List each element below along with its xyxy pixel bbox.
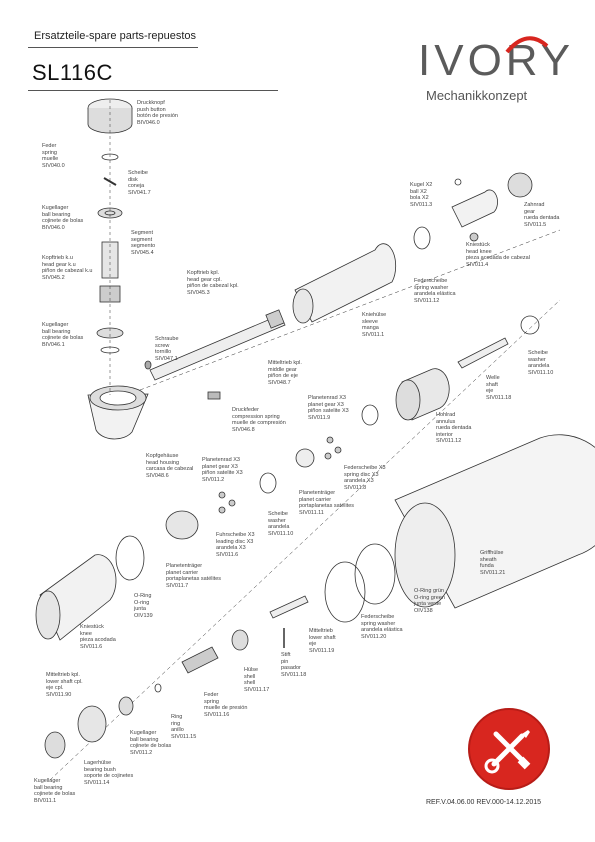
part-label: Federscheibe X3 spring disc X3 arandela … (344, 465, 386, 491)
washer-part (413, 226, 431, 250)
ball-bearing-4-part (44, 731, 66, 759)
model-divider (28, 90, 278, 91)
part-label: O-Ring grün O-ring green junta verde OIV… (414, 588, 445, 614)
spring-2-part (181, 646, 219, 674)
header-divider (28, 47, 198, 48)
sleeve-part (294, 243, 397, 323)
part-label: Planetenträger planet carrier portaplane… (299, 490, 355, 516)
part-label: Kugel X2 ball X2 bola X2 SIV011.3 (410, 182, 433, 208)
part-label: Fuhrscheibe X3 leading disc X3 arandela … (216, 532, 255, 558)
part-label: Scheibe washer arandela SIV011.10 (268, 511, 294, 537)
screw-part (144, 360, 152, 370)
push-button-part (87, 98, 133, 134)
disk-part (103, 177, 117, 186)
part-label: Hülse shell shell SIV011.17 (244, 667, 270, 693)
part-label: Mitteltrieb lower shaft eje SIV011.19 (309, 628, 336, 654)
logo-swoosh-icon (505, 36, 549, 54)
document-title: Ersatzteile-spare parts-repuestos (34, 30, 197, 42)
middle-gear-part (149, 314, 286, 381)
spring-washer-part (324, 561, 366, 623)
planet-carrier-2-part (165, 510, 199, 540)
part-label: Kugellager ball bearing cojinete de bola… (42, 322, 84, 348)
head-knee-part (451, 189, 498, 228)
part-label: Hohlrad annulus rueda dentada interior S… (436, 412, 472, 445)
shell-part (231, 629, 249, 651)
part-label: Mitteltrieb kpl. middle gear piñon de ej… (268, 360, 302, 386)
model-number: SL116C (32, 60, 113, 85)
part-label: Stift pin pasador SIV011.18 (281, 652, 307, 678)
gear-part (507, 172, 533, 198)
part-label: Mitteltrieb kpl. lower shaft cpl. eje cp… (46, 672, 83, 698)
part-label: Druckfeder compression spring muelle de … (232, 407, 286, 433)
part-label: Planetenrad X3 planet gear X3 piñon sate… (308, 395, 349, 421)
part-label: Zahnrad gear rueda dentada SIV011.5 (524, 202, 560, 228)
washer-4-part (259, 472, 277, 494)
part-label: Griffhülse sheath funda SIV011.21 (480, 550, 506, 576)
part-label: Kopfgehäuse head housing carcasa de cabe… (146, 453, 194, 479)
logo-subtitle: Mechanikkonzept (426, 88, 528, 103)
planet-carrier-part (295, 448, 315, 468)
part-label: Lagerhülse bearing bush soporte de cojin… (84, 760, 134, 786)
part-label: Scheibe washer arandela SIV011.10 (528, 350, 554, 376)
washer-2-part (520, 315, 540, 335)
part-label: Ring ring anillo SIV011.15 (171, 714, 197, 740)
part-label: Planetenrad X3 planet gear X3 piñon sate… (202, 457, 243, 483)
lower-shaft-part (269, 595, 309, 619)
ring-part (154, 683, 162, 693)
part-label: Kniestück knee pieza acodada SIV011.6 (80, 624, 116, 650)
head-gear-part (101, 241, 119, 279)
part-label: Kugellager ball bearing cojinete de bola… (130, 730, 172, 756)
part-label: Feder spring muelle de presión SIV011.16 (204, 692, 248, 718)
part-label: Segment segment segmento SIV045.4 (131, 230, 156, 256)
part-label: Kugellager ball bearing cojinete de bola… (34, 778, 76, 804)
o-ring-green-part (354, 543, 396, 605)
shaft-part (457, 337, 509, 369)
part-label: Druckknopf push button botón de presión … (137, 100, 178, 126)
compression-spring-part (207, 391, 221, 400)
part-label: Kniestück head knee pieza acodada de cab… (466, 242, 530, 268)
part-label: Kugellager ball bearing cojinete de bola… (42, 205, 84, 231)
part-label: Kniehülse sleeve manga SIV011.1 (362, 312, 387, 338)
washer-3-part (361, 404, 379, 426)
part-label: Federscheibe spring washer arandela elás… (361, 614, 403, 640)
part-label: Kopftrieb kpl. head gear cpl. piñon de c… (187, 270, 239, 296)
part-label: Scheibe disk coneja SIV041.7 (128, 170, 151, 196)
reference-number: REF.V.04.06.00 REV.000-14.12.2015 (426, 799, 542, 806)
part-label: Feder spring muelle SIV040.0 (42, 143, 65, 169)
part-label: Schraube screw tornillo SIV047.1 (155, 336, 179, 362)
wrench-screwdriver-icon (468, 708, 550, 790)
part-label: Planetenträger planet carrier portaplane… (166, 563, 222, 589)
o-ring-part (115, 535, 145, 581)
part-label: O-Ring O-ring junta OIV139 (134, 593, 153, 619)
part-label: Federscheibe spring washer arandela elás… (414, 278, 456, 304)
ball-bearing-3-part (118, 696, 134, 716)
part-label: Welle shaft eje SIV011.18 (486, 375, 512, 401)
part-label: Kopftrieb k.u head gear k.u piñon de cab… (42, 255, 93, 281)
bearing-bush-part (77, 705, 107, 743)
